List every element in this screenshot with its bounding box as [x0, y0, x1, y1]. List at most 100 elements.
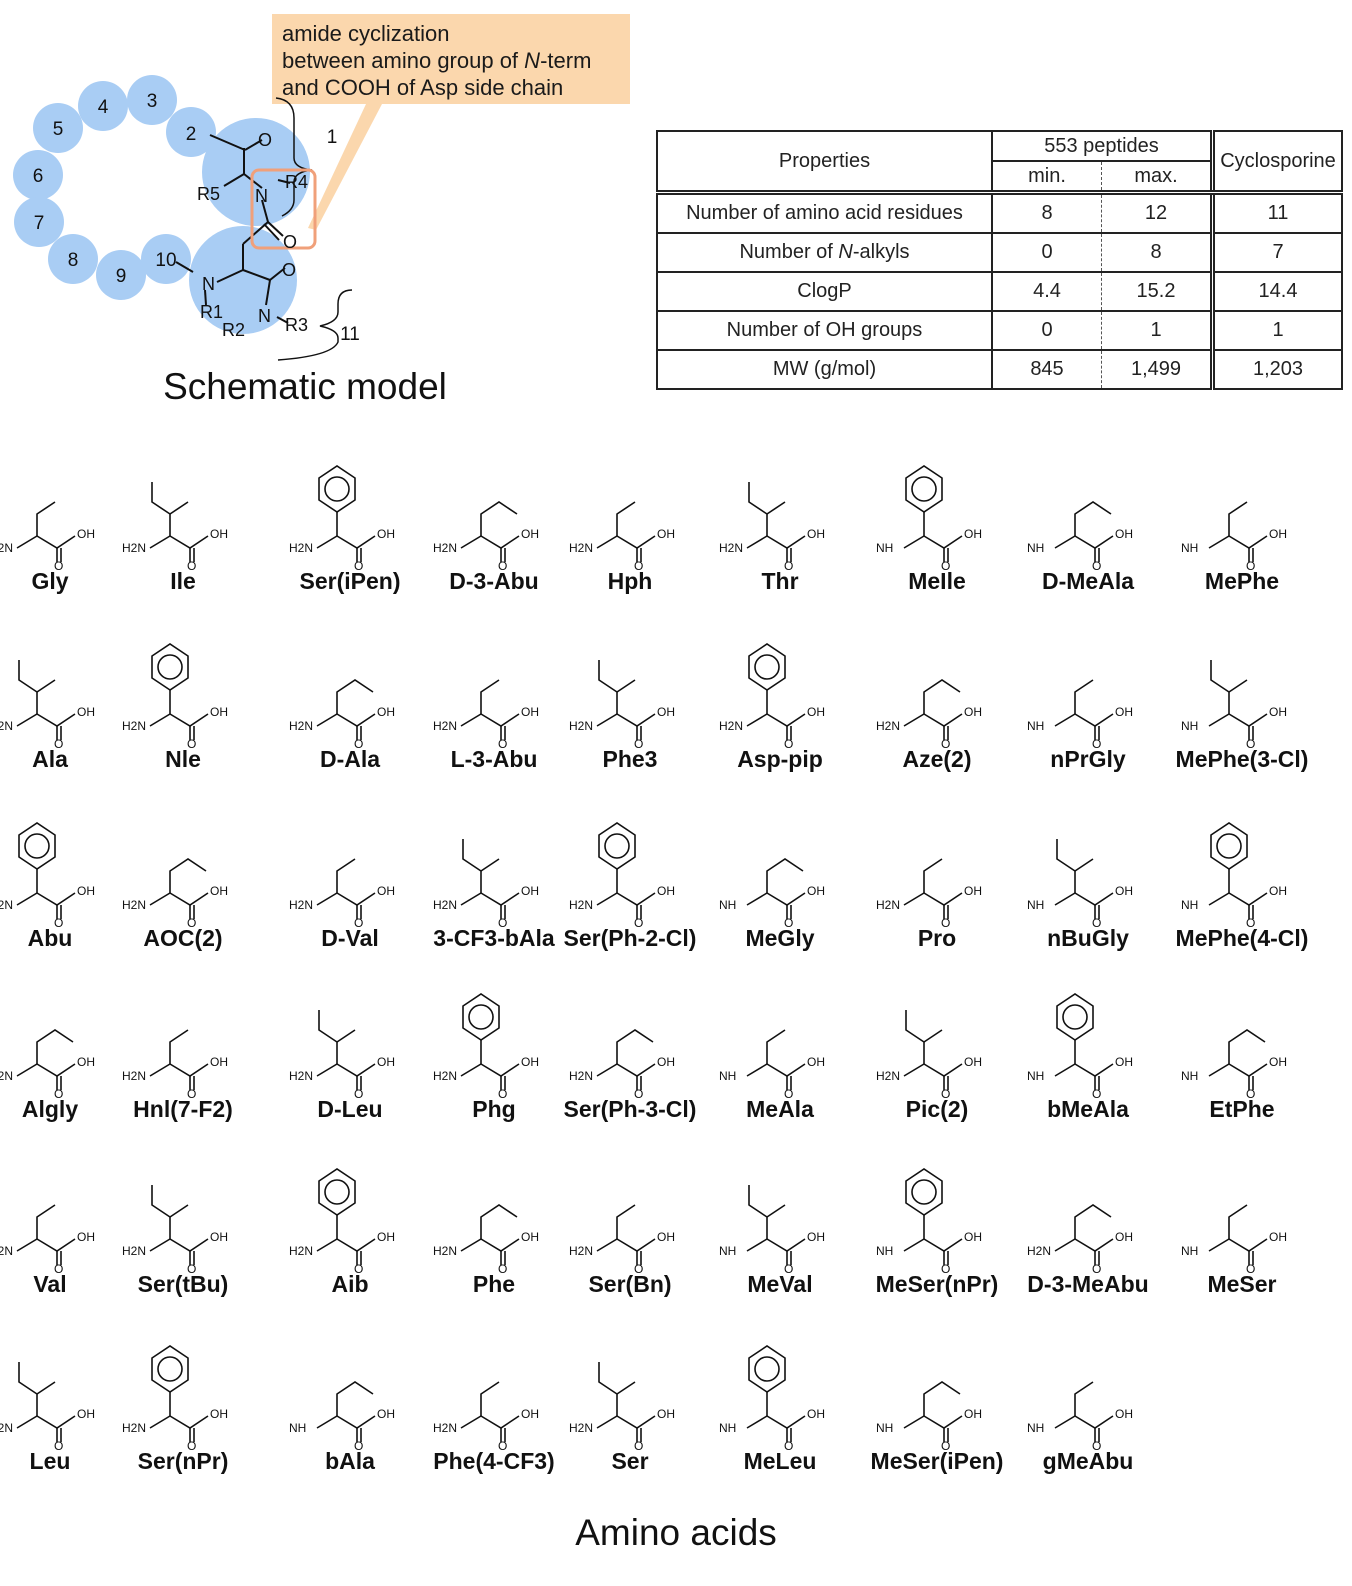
carbonyl-oxygen-label: O [634, 916, 643, 927]
row-cyclosporine: 1 [1211, 310, 1343, 351]
carbonyl-oxygen-label: O [54, 916, 63, 927]
amino-acid-name: Asp-pip [737, 746, 823, 772]
amino-acid-name: Aib [331, 1271, 369, 1297]
amine-label: NH [1181, 1244, 1198, 1258]
hydroxyl-label: OH [964, 884, 982, 898]
hydroxyl-label: OH [210, 1407, 228, 1421]
table-row: MW (g/mol) 845 1,499 1,203 [656, 349, 1343, 390]
carbonyl-oxygen-label: O [784, 916, 793, 927]
residue-number-2: 2 [186, 124, 197, 145]
hydroxyl-label: OH [521, 705, 539, 719]
hydroxyl-label: OH [1115, 1230, 1133, 1244]
carbonyl-oxygen-label: O [784, 737, 793, 748]
carbonyl-oxygen-label: O [634, 559, 643, 570]
amino-acid-name: Ile [170, 568, 196, 594]
amino-acid-name: MeVal [747, 1271, 813, 1297]
hydroxyl-label: OH [377, 1407, 395, 1421]
header-properties: Properties [656, 130, 993, 195]
amino-acid-name: MePhe(3-Cl) [1175, 746, 1309, 772]
amine-label: H2N [289, 898, 313, 912]
atom-N-1: N [255, 186, 268, 206]
amino-acid-name: Nle [165, 746, 201, 772]
amino-acid-name: D-Leu [317, 1096, 383, 1122]
amino-acid-name: 3-CF3-bAla [433, 925, 555, 951]
carbonyl-oxygen-label: O [941, 1439, 950, 1450]
hydroxyl-label: OH [77, 705, 95, 719]
amino-acid-name: D-3-MeAbu [1027, 1271, 1149, 1297]
carbonyl-oxygen-label: O [187, 559, 196, 570]
atom-O-2: O [283, 232, 297, 252]
atom-R2: R2 [222, 320, 245, 340]
residue-number-11: 11 [340, 324, 360, 345]
schematic-title: Schematic model [163, 366, 447, 407]
schematic-model-diagram: 1 2 3 4 5 6 7 8 9 10 11 O N [13, 75, 382, 361]
cyclization-callout: amide cyclization between amino group of… [272, 14, 630, 104]
hydroxyl-label: OH [77, 1055, 95, 1069]
hydroxyl-label: OH [657, 884, 675, 898]
residue-number-7: 7 [34, 213, 45, 234]
amino-acid-name: AOC(2) [143, 925, 223, 951]
row-property: ClogP [656, 271, 993, 312]
residue-number-3: 3 [147, 91, 158, 112]
amino-acid-card: H2NOHOAlgly [0, 958, 125, 1134]
residue-number-5: 5 [53, 119, 64, 140]
amino-acid-name: MePhe(4-Cl) [1175, 925, 1309, 951]
hydroxyl-label: OH [657, 1055, 675, 1069]
amino-acids-title: Amino acids [575, 1512, 777, 1553]
hydroxyl-label: OH [657, 705, 675, 719]
residue-circle-9 [96, 250, 146, 300]
carbonyl-oxygen-label: O [498, 737, 507, 748]
amine-label: H2N [569, 1069, 593, 1083]
amino-acid-name: Leu [29, 1448, 71, 1474]
hydroxyl-label: OH [1269, 1230, 1287, 1244]
hydroxyl-label: OH [521, 527, 539, 541]
hydroxyl-label: OH [807, 705, 825, 719]
residue-circle-11 [189, 226, 297, 334]
callout-line-3: and COOH of Asp side chain [282, 75, 564, 100]
amine-label: NH [1181, 1069, 1198, 1083]
row-property: Number of amino acid residues [656, 191, 993, 234]
amino-acid-card: H2NOHOGly [0, 430, 125, 606]
hydroxyl-label: OH [210, 1055, 228, 1069]
amine-label: H2N [122, 541, 146, 555]
carbonyl-oxygen-label: O [54, 1087, 63, 1098]
hydroxyl-label: OH [964, 527, 982, 541]
amino-acid-name: Ser(Ph-3-Cl) [563, 1096, 697, 1122]
amino-acid-name: Ser(iPen) [299, 568, 401, 594]
amino-acid-name: Ser(Ph-2-Cl) [563, 925, 697, 951]
carbonyl-oxygen-label: O [941, 1087, 950, 1098]
hydroxyl-label: OH [1115, 1055, 1133, 1069]
amino-acid-name: MeIle [908, 568, 966, 594]
amine-label: H2N [122, 1069, 146, 1083]
residue-number-1: 1 [327, 127, 338, 148]
header-cyclosporine: Cyclosporine [1211, 130, 1343, 195]
amine-label: NH [1027, 1069, 1044, 1083]
carbonyl-oxygen-label: O [498, 1087, 507, 1098]
amine-label: NH [719, 898, 736, 912]
amino-acid-name: Algly [21, 1096, 79, 1122]
